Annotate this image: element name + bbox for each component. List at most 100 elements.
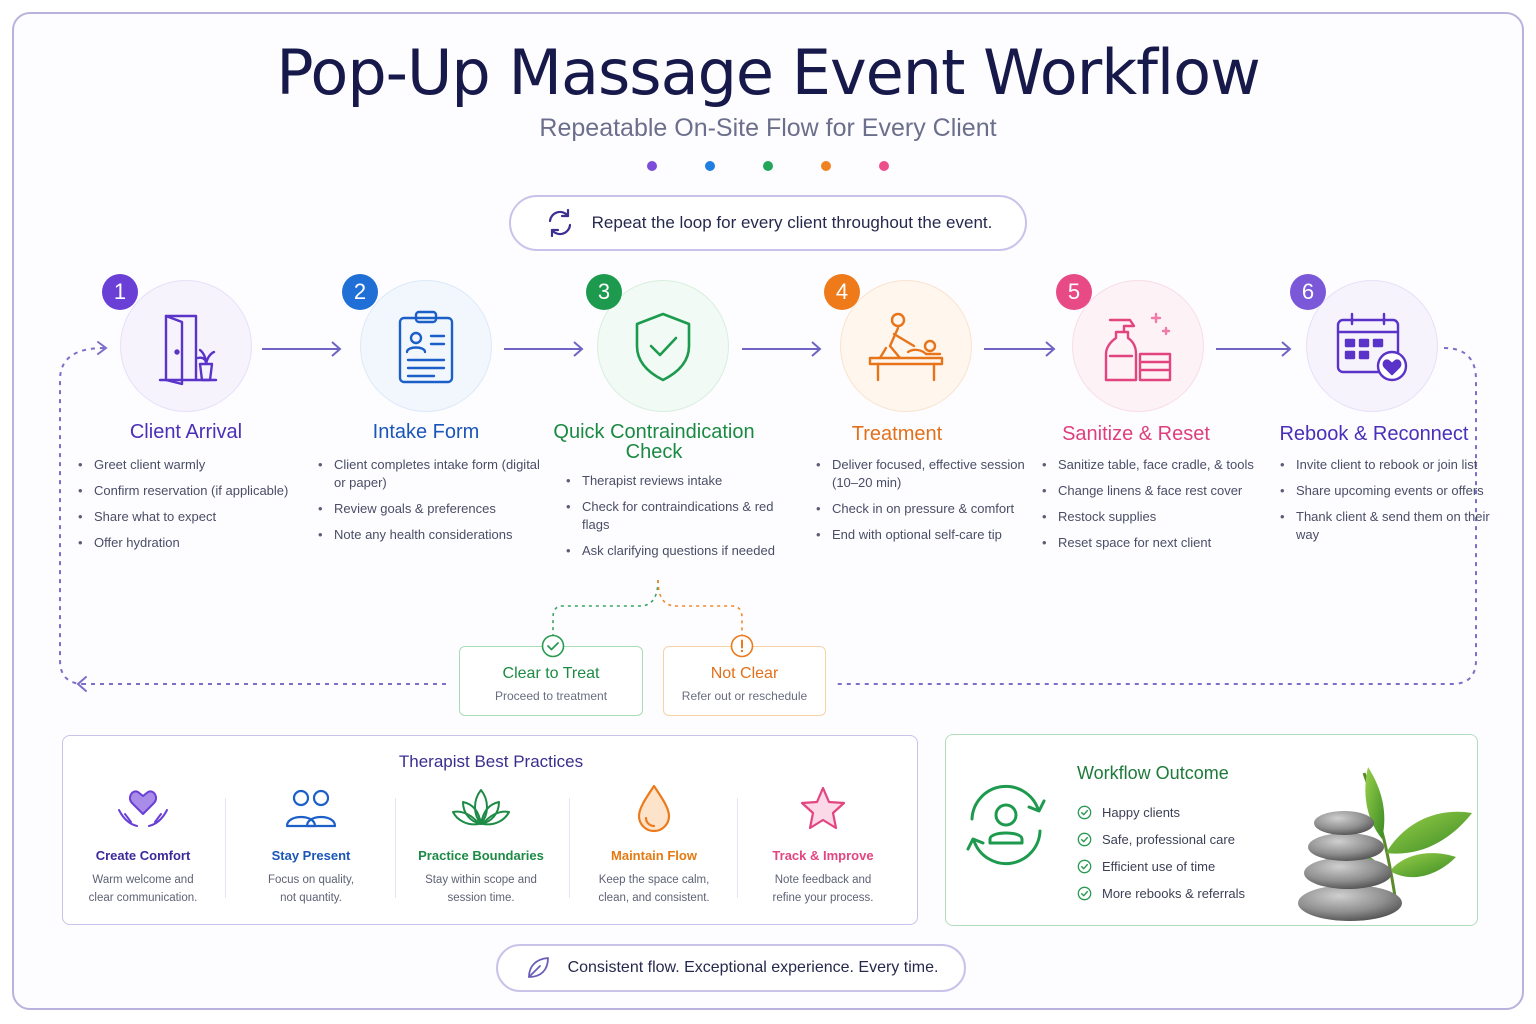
step-bullets: Client completes intake form (digital or… bbox=[316, 456, 541, 552]
step-title: Treatment bbox=[851, 423, 943, 445]
step-bullets: Greet client warmly Confirm reservation … bbox=[76, 456, 301, 560]
workflow-outcome-panel: Workflow Outcome Happy clients Safe, pro… bbox=[945, 734, 1478, 926]
step-number-badge: 3 bbox=[586, 274, 622, 310]
user-cycle-icon bbox=[966, 784, 1046, 866]
star-icon bbox=[800, 786, 846, 830]
practice-maintain-flow: Maintain Flow Keep the space calm,clean,… bbox=[572, 780, 736, 907]
best-practices-panel: Therapist Best Practices Create Comfort … bbox=[62, 735, 918, 925]
footer-text: Consistent flow. Exceptional experience.… bbox=[567, 959, 939, 976]
arrow-2-3 bbox=[504, 341, 584, 357]
step-bullet: End with optional self-care tip bbox=[814, 526, 1039, 544]
step-bullet: Check in on pressure & comfort bbox=[814, 500, 1039, 518]
step-number-badge: 1 bbox=[102, 274, 138, 310]
arrow-1-2 bbox=[262, 341, 342, 357]
stones-leaves-image bbox=[1298, 767, 1472, 921]
clipboard-icon bbox=[398, 310, 454, 384]
check-circle-icon bbox=[1077, 859, 1092, 874]
divider bbox=[569, 798, 570, 898]
accent-dot bbox=[705, 161, 715, 171]
spray-bottle-icon bbox=[1104, 312, 1172, 382]
outcome-title: Workflow Outcome bbox=[1077, 763, 1229, 783]
heart-hands-icon bbox=[118, 790, 168, 827]
outcome-list: Happy clients Safe, professional care Ef… bbox=[1077, 799, 1245, 907]
practice-stay-present: Stay Present Focus on quality,not quanti… bbox=[229, 780, 393, 907]
step-bullets: Deliver focused, effective session (10–2… bbox=[814, 456, 1039, 552]
step-bullet: Ask clarifying questions if needed bbox=[564, 542, 789, 560]
step-circle bbox=[597, 280, 729, 412]
massage-table-icon bbox=[868, 312, 944, 382]
door-plant-icon bbox=[158, 314, 218, 386]
arrow-3-4 bbox=[742, 341, 822, 357]
step-bullets: Invite client to rebook or join list Sha… bbox=[1278, 456, 1503, 552]
practice-name: Practice Boundaries bbox=[418, 848, 544, 863]
calendar-heart-icon bbox=[1336, 312, 1408, 382]
check-circle-icon bbox=[1077, 805, 1092, 820]
step-bullet: Change linens & face rest cover bbox=[1040, 482, 1265, 500]
practice-name: Track & Improve bbox=[772, 848, 874, 863]
step-title: Client Arrival bbox=[129, 421, 243, 443]
loop-note: Repeat the loop for every client through… bbox=[509, 195, 1027, 251]
decision-title: Clear to Treat bbox=[502, 665, 600, 682]
practice-description: Focus on quality,not quantity. bbox=[267, 874, 355, 904]
people-icon bbox=[285, 789, 337, 828]
step-bullet: Reset space for next client bbox=[1040, 534, 1265, 552]
step-bullet: Restock supplies bbox=[1040, 508, 1265, 526]
step-circle bbox=[1306, 280, 1438, 412]
step-bullet: Client completes intake form (digital or… bbox=[316, 456, 541, 492]
step-bullet: Check for contraindications & red flags bbox=[564, 498, 789, 534]
decision-not-clear: Not Clear Refer out or reschedule bbox=[663, 646, 826, 716]
decision-clear-to-treat: Clear to Treat Proceed to treatment bbox=[459, 646, 643, 716]
accent-dot bbox=[647, 161, 657, 171]
step-bullet: Confirm reservation (if applicable) bbox=[76, 482, 301, 500]
step-bullet: Greet client warmly bbox=[76, 456, 301, 474]
practice-description: Keep the space calm,clean, and consisten… bbox=[598, 874, 710, 904]
step-title: Rebook & Reconnect bbox=[1279, 423, 1469, 445]
accent-dot bbox=[821, 161, 831, 171]
step-bullet: Share upcoming events or offers bbox=[1278, 482, 1503, 500]
decision-subtitle: Refer out or reschedule bbox=[681, 689, 808, 703]
check-circle-icon bbox=[541, 634, 565, 658]
step-bullet: Note any health considerations bbox=[316, 526, 541, 544]
decision-subtitle: Proceed to treatment bbox=[494, 689, 608, 703]
step-bullet: Deliver focused, effective session (10–2… bbox=[814, 456, 1039, 492]
step-bullets: Sanitize table, face cradle, & tools Cha… bbox=[1040, 456, 1265, 560]
footer-tagline: Consistent flow. Exceptional experience.… bbox=[496, 944, 966, 992]
step-bullet: Review goals & preferences bbox=[316, 500, 541, 518]
practice-name: Create Comfort bbox=[95, 848, 191, 863]
outcome-item: Efficient use of time bbox=[1077, 853, 1245, 880]
divider bbox=[395, 798, 396, 898]
arrow-5-6 bbox=[1216, 341, 1292, 357]
step-title: Intake Form bbox=[372, 421, 480, 443]
practice-practice-boundaries: Practice Boundaries Stay within scope an… bbox=[399, 780, 563, 907]
divider bbox=[225, 798, 226, 898]
alert-circle-icon bbox=[730, 634, 754, 658]
step-circle bbox=[360, 280, 492, 412]
step-title: Sanitize & Reset bbox=[1062, 423, 1210, 445]
accent-dot bbox=[879, 161, 889, 171]
check-circle-icon bbox=[1077, 886, 1092, 901]
step-number-badge: 4 bbox=[824, 274, 860, 310]
droplet-icon bbox=[637, 784, 671, 833]
accent-dots bbox=[0, 158, 1536, 176]
refresh-icon bbox=[548, 208, 571, 238]
step-bullet: Share what to expect bbox=[76, 508, 301, 526]
step-bullet: Offer hydration bbox=[76, 534, 301, 552]
outcome-item: Happy clients bbox=[1077, 799, 1245, 826]
shield-check-icon bbox=[635, 312, 691, 382]
step-bullet: Invite client to rebook or join list bbox=[1278, 456, 1503, 474]
step-bullet: Therapist reviews intake bbox=[564, 472, 789, 490]
step-circle bbox=[1072, 280, 1204, 412]
divider bbox=[737, 798, 738, 898]
leaf-icon bbox=[527, 957, 549, 978]
outcome-item: Safe, professional care bbox=[1077, 826, 1245, 853]
decision-title: Not Clear bbox=[710, 665, 779, 682]
step-circle bbox=[120, 280, 252, 412]
check-circle-icon bbox=[1077, 832, 1092, 847]
step-number-badge: 6 bbox=[1290, 274, 1326, 310]
step-title: Quick Contraindication Check bbox=[553, 421, 755, 463]
step-bullet: Thank client & send them on their way bbox=[1278, 508, 1503, 544]
